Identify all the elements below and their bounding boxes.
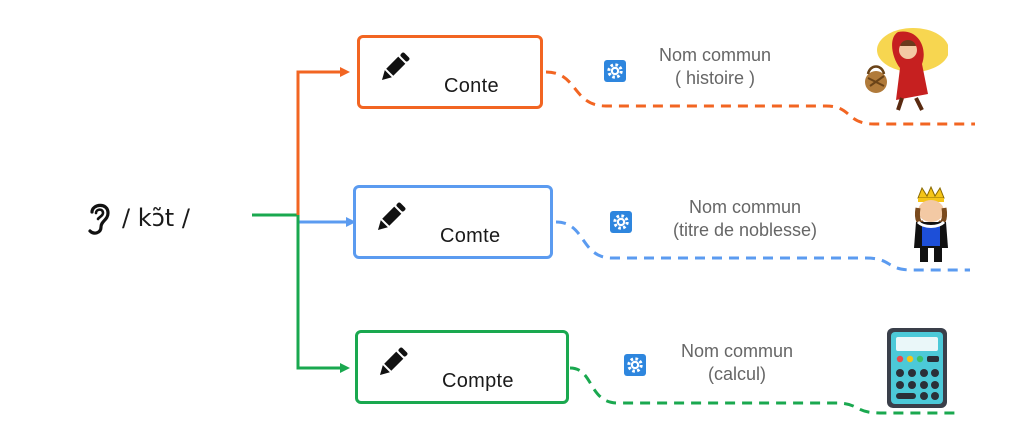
- word-label: Comte: [440, 225, 501, 247]
- arrowhead-compte: [340, 363, 350, 373]
- note-meaning: ( histoire ): [674, 68, 755, 89]
- note-comte: Nom commun (titre de noblesse): [640, 196, 850, 243]
- gear-icon: [624, 354, 646, 376]
- note-meaning: (calcul): [707, 364, 766, 385]
- branch-conte: [296, 70, 340, 215]
- branch-compte: [296, 215, 340, 370]
- calculator-icon: [887, 328, 947, 408]
- word-box-compte: Compte: [355, 330, 569, 404]
- pronunciation-text: / kɔ̃t /: [122, 204, 190, 232]
- pronunciation-node: / kɔ̃t /: [84, 196, 190, 240]
- pencil-icon: [379, 347, 408, 376]
- gear-icon: [610, 211, 632, 233]
- gear-icon: [604, 60, 626, 82]
- ear-icon: [88, 203, 110, 235]
- note-meaning: (titre de noblesse): [672, 220, 818, 241]
- word-label: Compte: [442, 370, 514, 392]
- word-box-comte: Comte: [353, 185, 553, 259]
- arrowhead-conte: [340, 67, 350, 77]
- word-label: Conte: [444, 75, 499, 97]
- note-type: Nom commun: [658, 45, 772, 65]
- note-type: Nom commun: [688, 197, 802, 217]
- king-icon: [914, 186, 948, 262]
- note-type: Nom commun: [680, 341, 794, 361]
- arrowhead-comte: [346, 217, 356, 227]
- word-box-conte: Conte: [357, 35, 543, 109]
- pencil-icon: [377, 202, 406, 231]
- note-conte: Nom commun ( histoire ): [630, 44, 800, 91]
- note-compte: Nom commun (calcul): [652, 340, 822, 387]
- pencil-icon: [381, 52, 410, 81]
- little-red-riding-hood-icon: [865, 28, 948, 111]
- dashed-line-comte: [555, 220, 970, 272]
- dashed-line-conte: [545, 70, 975, 126]
- dashed-line-compte: [569, 366, 958, 415]
